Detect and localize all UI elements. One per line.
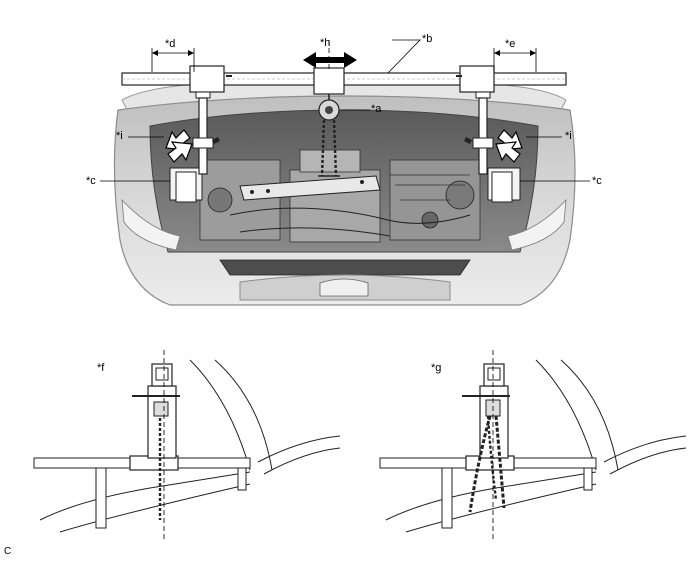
label-h: *h [320,37,331,49]
detail-f [33,350,341,540]
figure-code: C [4,546,12,557]
detail-g [379,350,687,540]
chain-hoist [313,67,345,177]
vehicle-front [113,81,576,306]
leader-lines [100,39,590,182]
label-e: *e [505,38,516,50]
label-g: *g [431,362,442,374]
label-f: *f [97,362,105,374]
label-c-left: *c [86,175,96,187]
shift-arrow-icon [303,52,357,68]
left-attachment [175,65,232,203]
left-adjust-arrow-icon [165,129,193,163]
label-d: *d [165,38,176,50]
dimension-e [493,48,537,72]
label-a: *a [371,103,382,115]
label-c-right: *c [592,175,602,187]
label-b: *b [422,33,433,45]
right-adjust-arrow-icon [495,129,523,163]
right-attachment [456,65,513,203]
label-i-left: *i [116,130,123,142]
label-i-right: *i [565,130,572,142]
dimension-d [151,48,195,72]
